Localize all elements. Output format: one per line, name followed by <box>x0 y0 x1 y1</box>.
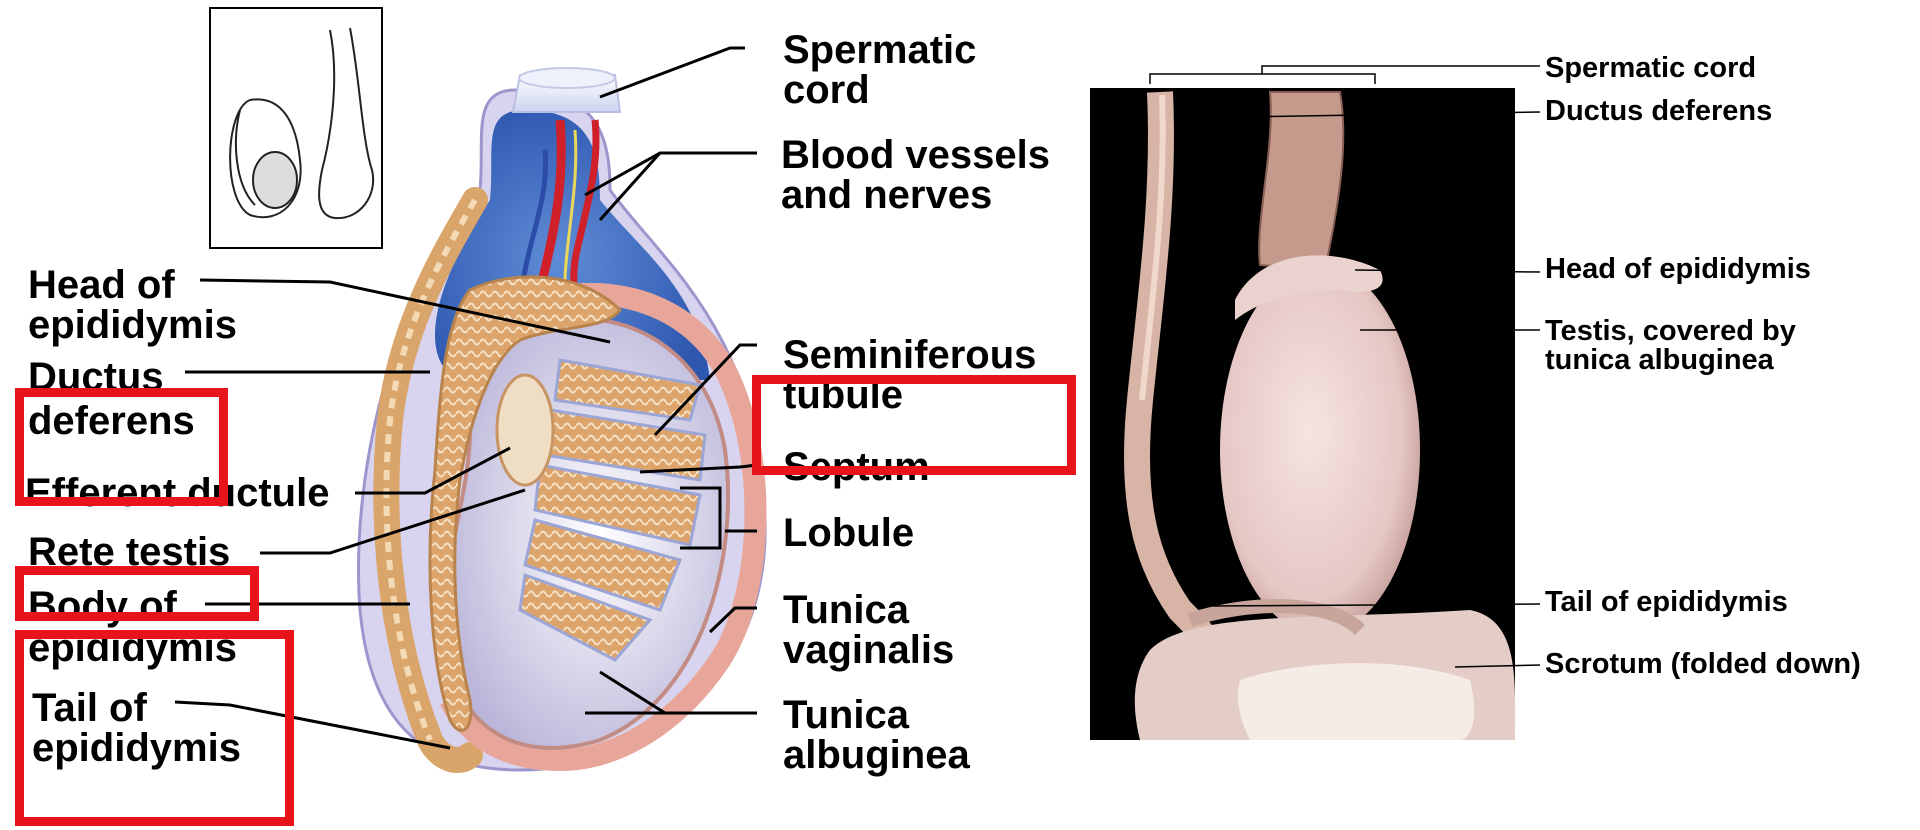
label-line: albuginea <box>783 735 970 775</box>
label-line: Spermatic <box>783 30 976 70</box>
label-line: tunica albuginea <box>1545 346 1796 375</box>
highlight-box-ductus-deferens <box>15 388 228 506</box>
label-line: and nerves <box>781 175 1050 215</box>
inset-thumbnail <box>210 8 382 248</box>
label-tunica-albuginea: Tunica albuginea <box>783 695 970 775</box>
highlight-box-body-of-epididymis <box>15 566 259 621</box>
photo-label-head-of-epididymis: Head of epididymis <box>1545 255 1811 284</box>
label-spermatic-cord: Spermatic cord <box>783 30 976 110</box>
label-line: vaginalis <box>783 630 954 670</box>
label-blood-vessels: Blood vessels and nerves <box>781 135 1050 215</box>
label-head-of-epididymis: Head of epididymis <box>28 265 237 345</box>
photo-label-ductus-deferens: Ductus deferens <box>1545 97 1772 126</box>
label-lobule: Lobule <box>783 513 914 553</box>
label-line: epididymis <box>28 305 237 345</box>
dissection-photo <box>1090 88 1515 740</box>
photo-label-spermatic-cord: Spermatic cord <box>1545 54 1756 83</box>
label-line: Seminiferous <box>783 335 1036 375</box>
label-tunica-vaginalis: Tunica vaginalis <box>783 590 954 670</box>
highlight-box-seminiferous-tubule <box>752 375 1076 475</box>
photo-label-testis: Testis, covered by tunica albuginea <box>1545 317 1796 375</box>
photo-label-scrotum: Scrotum (folded down) <box>1545 650 1861 679</box>
label-line: Testis, covered by <box>1545 317 1796 346</box>
label-line: Head of <box>28 265 237 305</box>
highlight-box-tail-of-epididymis <box>15 630 294 826</box>
label-line: Blood vessels <box>781 135 1050 175</box>
label-line: cord <box>783 70 976 110</box>
photo-label-tail-of-epididymis: Tail of epididymis <box>1545 588 1788 617</box>
label-line: Tunica <box>783 695 970 735</box>
label-line: Tunica <box>783 590 954 630</box>
testis-cross-section <box>359 68 766 770</box>
